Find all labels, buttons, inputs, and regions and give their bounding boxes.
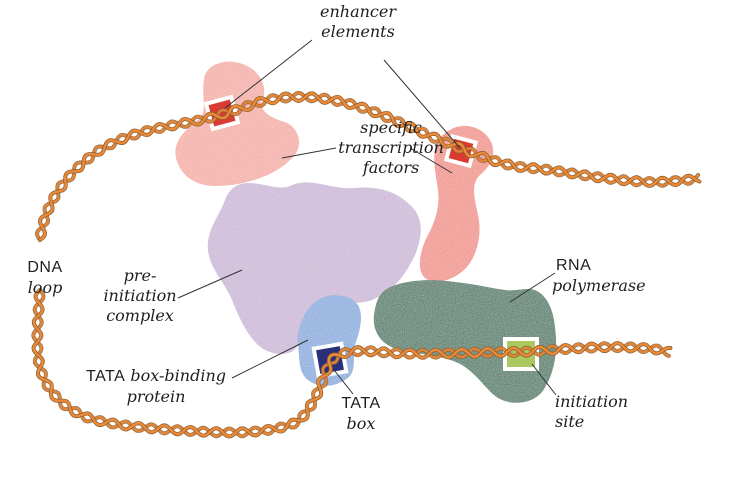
leader-enhancer-right bbox=[383, 59, 461, 149]
label-init-site-line2: site bbox=[555, 412, 585, 431]
label-preinitiation-complex: pre- initiation complex bbox=[100, 266, 180, 326]
label-tbp-line1: TATA box-binding bbox=[76, 366, 236, 387]
label-dna-loop-line1: DNA bbox=[27, 259, 63, 276]
label-tata-box-binding-protein: TATA box-binding protein bbox=[76, 366, 236, 407]
label-dna-loop-line2: loop bbox=[27, 278, 63, 297]
rna-polymerase-shape bbox=[373, 280, 557, 403]
leader-preinit bbox=[177, 269, 243, 299]
leader-enhancer-left bbox=[224, 39, 313, 109]
leader-init-site bbox=[531, 363, 557, 396]
dna-strand bbox=[31, 90, 702, 439]
label-enhancer-line1: enhancer bbox=[320, 2, 396, 21]
preinitiation-complex-shape bbox=[207, 182, 421, 355]
dna-strand-0-1 bbox=[38, 92, 701, 242]
leader-specific-factors-left bbox=[281, 147, 337, 159]
label-initiation-site: initiation site bbox=[555, 392, 635, 432]
leader-tbp bbox=[231, 339, 309, 379]
dna-strand-1-1 bbox=[32, 288, 672, 438]
label-preinit-line1: pre- bbox=[123, 266, 157, 285]
label-tbp-roman: TATA bbox=[85, 368, 126, 385]
leader-specific-factors bbox=[409, 147, 453, 174]
label-tbp-line2: protein bbox=[126, 387, 186, 406]
label-specific-transcription-factors: specific transcription factors bbox=[336, 118, 446, 178]
label-tata-box: TATA box bbox=[336, 394, 386, 434]
label-tbp-italic: box-binding bbox=[130, 366, 226, 385]
label-enhancer-line2: elements bbox=[321, 22, 395, 41]
label-enhancer-elements: enhancer elements bbox=[308, 2, 408, 42]
label-rna-pol-line1: RNA bbox=[556, 257, 592, 274]
label-preinit-line2: initiation bbox=[103, 286, 177, 305]
label-rna-pol-line2: polymerase bbox=[552, 276, 646, 295]
label-tata-box-line1: TATA bbox=[341, 395, 381, 412]
label-rna-polymerase: RNA polymerase bbox=[552, 256, 652, 296]
label-tata-box-line2: box bbox=[346, 414, 376, 433]
leader-rna-pol bbox=[509, 272, 556, 303]
leader-lines bbox=[177, 39, 557, 396]
label-init-site-line1: initiation bbox=[555, 392, 629, 411]
label-dna-loop: DNA loop bbox=[20, 258, 70, 298]
label-specific-line2: transcription bbox=[338, 138, 444, 157]
label-specific-line1: specific bbox=[360, 118, 422, 137]
label-specific-line3: factors bbox=[362, 158, 420, 177]
leader-tata-box bbox=[333, 369, 354, 395]
label-preinit-line3: complex bbox=[106, 306, 174, 325]
